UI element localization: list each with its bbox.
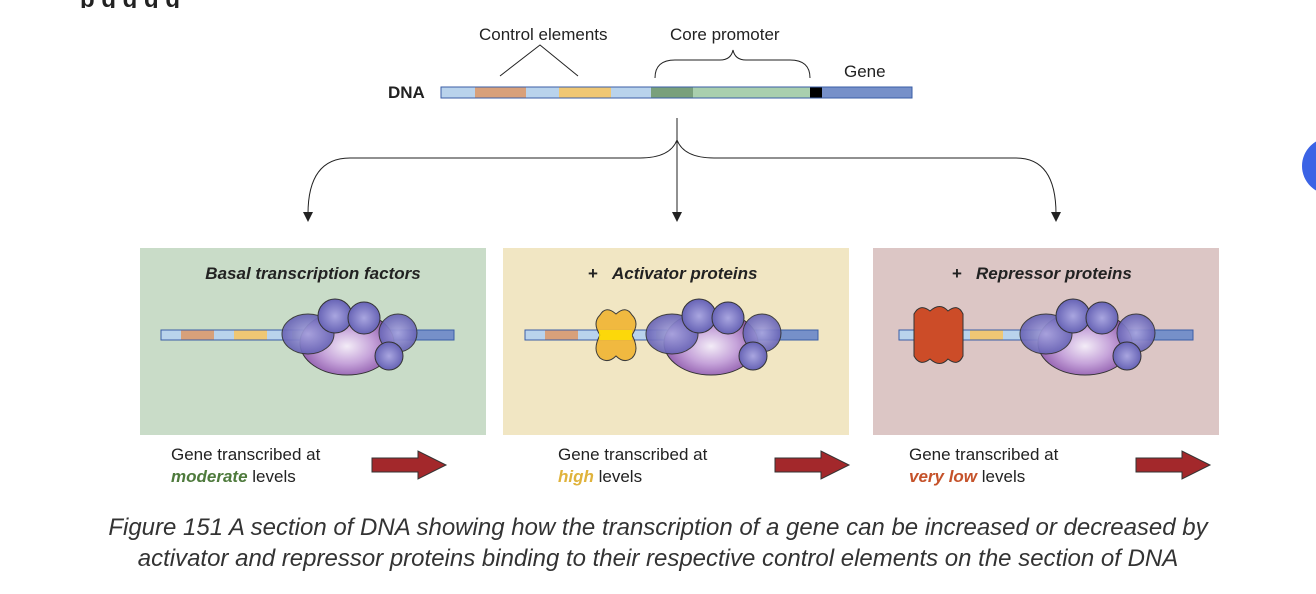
result-arrow-high [774, 450, 851, 480]
arrowhead-left [303, 212, 313, 222]
floating-action-button[interactable] [1302, 137, 1316, 195]
control-elements-label: Control elements [479, 25, 608, 44]
panel-title-repressor: Repressor proteins [976, 264, 1132, 283]
arrowhead-right [1051, 212, 1061, 222]
result-level-moderate: moderate [171, 467, 248, 486]
gene-label: Gene [844, 62, 886, 81]
control-element-yellow [559, 87, 611, 98]
gene-segment [822, 87, 912, 98]
panel-repressor-dna [898, 298, 1194, 376]
result-arrow-moderate [371, 450, 448, 480]
result-level-very-low: very low [909, 467, 978, 486]
repressor-protein [913, 306, 964, 364]
panel-basal-dna [160, 298, 455, 376]
tata-box [810, 87, 822, 98]
panel-prefix-repressor: + [952, 264, 962, 283]
core-promoter-dark [651, 87, 693, 98]
panel-prefix-activator: + [588, 264, 598, 283]
control-element-orange [475, 87, 526, 98]
core-promoter-brace [654, 49, 811, 79]
result-activator: Gene transcribed at high levels [558, 445, 708, 486]
panel-title-activator: Activator proteins [611, 264, 757, 283]
core-promoter-label: Core promoter [670, 25, 780, 44]
panel-activator-dna [524, 298, 819, 376]
cropped-top-text: p g g g g [80, 0, 680, 8]
caption-line-2: activator and repressor proteins binding… [137, 545, 1179, 572]
arrowhead-center [672, 212, 682, 222]
figure-caption: Figure 151 A section of DNA showing how … [0, 512, 1316, 574]
top-dna: DNA Control elements Core promoter Gene [388, 25, 913, 102]
caption-line-1: Figure 151 A section of DNA showing how … [108, 514, 1208, 541]
core-promoter-light [693, 87, 810, 98]
panel-title-basal: Basal transcription factors [205, 264, 420, 283]
control-elements-pointer [499, 44, 579, 77]
result-arrow-low [1135, 450, 1212, 480]
result-repressor: Gene transcribed at very low levels [909, 445, 1059, 486]
dna-label: DNA [388, 83, 425, 102]
branch-arrows [307, 118, 1057, 215]
result-basal: Gene transcribed at moderate levels [171, 445, 321, 486]
result-level-high: high [558, 467, 594, 486]
